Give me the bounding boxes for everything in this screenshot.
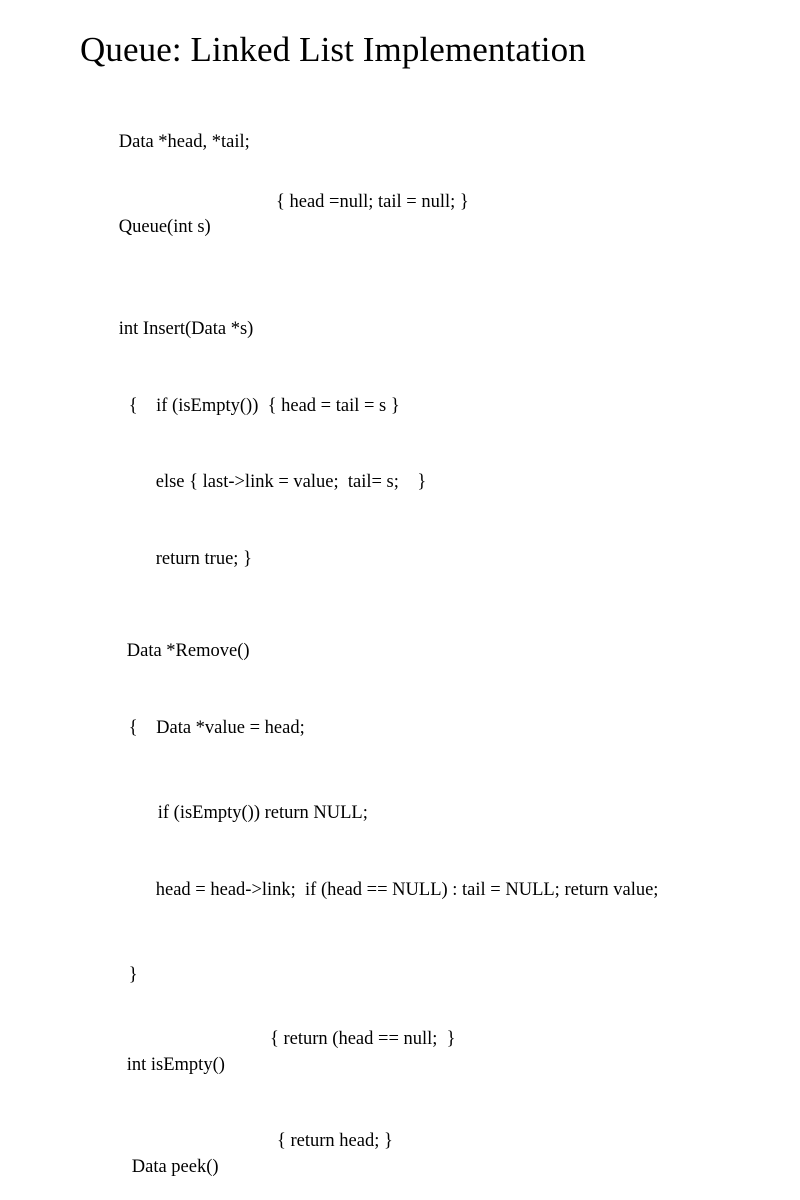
code-line-field-decl: Data *head, *tail; [0,104,800,181]
code-text: Data *head, *tail; [118,131,250,152]
code-line-remove-signature: Data *Remove() [0,614,800,691]
page-title: Queue: Linked List Implementation [80,30,586,69]
code-text-body: { return head; } [277,1131,393,1151]
slide-canvas: Queue: Linked List Implementation Data *… [80,30,659,1177]
code-text: int Insert(Data *s) [118,319,254,339]
code-text: int isEmpty() [126,1054,225,1075]
code-text-body: { head =null; tail = null; } [276,191,469,212]
code-text: Data *Remove() [126,641,250,661]
spacer [0,767,800,776]
code-line-insert-signature: int Insert(Data *s) [0,292,800,369]
code-line-remove-empty-check: if (isEmpty()) return NULL; [0,776,800,853]
code-text: head = head->link; if (head == NULL) : t… [155,879,659,900]
code-text: else { last->link = value; tail= s; } [155,472,427,492]
code-text-body: { return (head == null; } [270,1029,456,1049]
code-text: { if (isEmpty()) { head = tail = s } [128,395,400,416]
code-line-insert-if: { if (isEmpty()) { head = tail = s } [0,368,800,445]
code-text: } [128,965,138,985]
code-line-peek: Data peek() { return head; } [0,1129,800,1200]
code-line-insert-else: else { last->link = value; tail= s; } [0,445,800,522]
spacer [0,1014,800,1027]
code-text: return true; } [155,548,252,569]
code-line-remove-advance: head = head->link; if (head == NULL) : t… [0,852,800,929]
spacer [0,181,800,190]
code-line-constructor: Queue(int s) { head =null; tail = null; … [0,190,800,292]
code-text: if (isEmpty()) return NULL; [157,803,368,823]
code-line-insert-return: return true; } [0,521,800,598]
code-line-remove-open: { Data *value = head; [0,690,800,767]
code-line-isempty: int isEmpty() { return (head == null; } [0,1027,800,1129]
code-text: { Data *value = head; [128,717,305,738]
code-line-remove-close: } [0,938,800,1015]
spacer [0,929,800,938]
code-text: Data peek() [131,1156,219,1177]
code-listing: Data *head, *tail; Queue(int s) { head =… [0,104,800,1200]
code-text: Queue(int s) [118,217,211,237]
